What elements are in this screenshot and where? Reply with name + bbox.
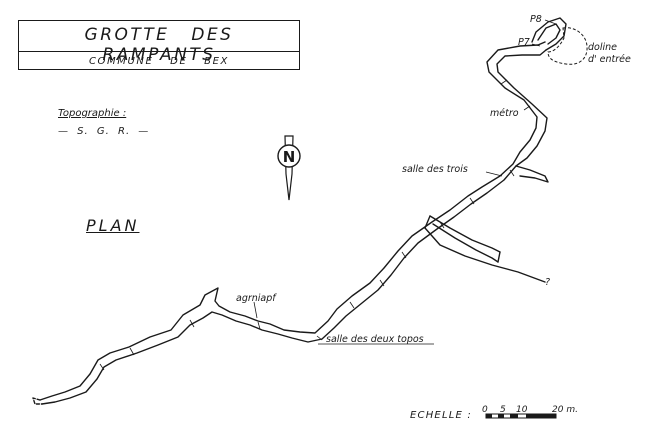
- scale-label: ECHELLE :: [410, 410, 472, 421]
- commune-subtitle: COMMUNE DE BEX: [88, 56, 230, 67]
- terminal-end: [32, 397, 43, 405]
- side-branch-end: [424, 215, 501, 263]
- survey-author: — S. G. R. —: [58, 126, 150, 137]
- label-salle-des-deux-topos: salle des deux topos: [326, 334, 424, 345]
- passage-wall-upper: [39, 41, 546, 401]
- north-letter: N: [283, 148, 296, 166]
- label-doline-1: doline: [588, 42, 617, 53]
- view-label: PLAN: [86, 216, 140, 235]
- scale-tick-20: 20 m.: [552, 405, 578, 415]
- spur-salle-trois: [515, 165, 549, 183]
- side-branch-upper: [429, 215, 501, 253]
- doline-outline: [547, 27, 588, 65]
- cave-title: GROTTE DES RAMPANTS: [84, 25, 234, 65]
- cartouche-divider: [19, 51, 299, 52]
- entrance-shaft-inner: [537, 23, 561, 45]
- label-agrniapf: agrniapf: [236, 293, 277, 304]
- label-metro: métro: [490, 108, 519, 119]
- scale-tick-5: 5: [500, 405, 506, 415]
- entrance-shaft: [531, 17, 567, 51]
- survey-label: Topographie :: [58, 108, 127, 119]
- scale-bar: 0 5 10 20 m.: [482, 405, 578, 419]
- title-cartouche: GROTTE DES RAMPANTS COMMUNE DE BEX: [18, 20, 300, 70]
- label-p8: P8: [530, 14, 542, 25]
- side-branch-mid: [432, 223, 499, 263]
- label-salle-des-trois: salle des trois: [402, 164, 468, 175]
- label-question-mark: ?: [545, 277, 550, 288]
- passage-wall-lower: [41, 49, 548, 405]
- label-doline-2: d' entrée: [588, 54, 631, 65]
- label-p7: P7: [518, 37, 530, 48]
- scale-tick-0: 0: [482, 405, 488, 415]
- scale-tick-10: 10: [516, 405, 528, 415]
- side-branch-lower: [424, 227, 546, 283]
- north-arrow-icon: N: [277, 135, 301, 201]
